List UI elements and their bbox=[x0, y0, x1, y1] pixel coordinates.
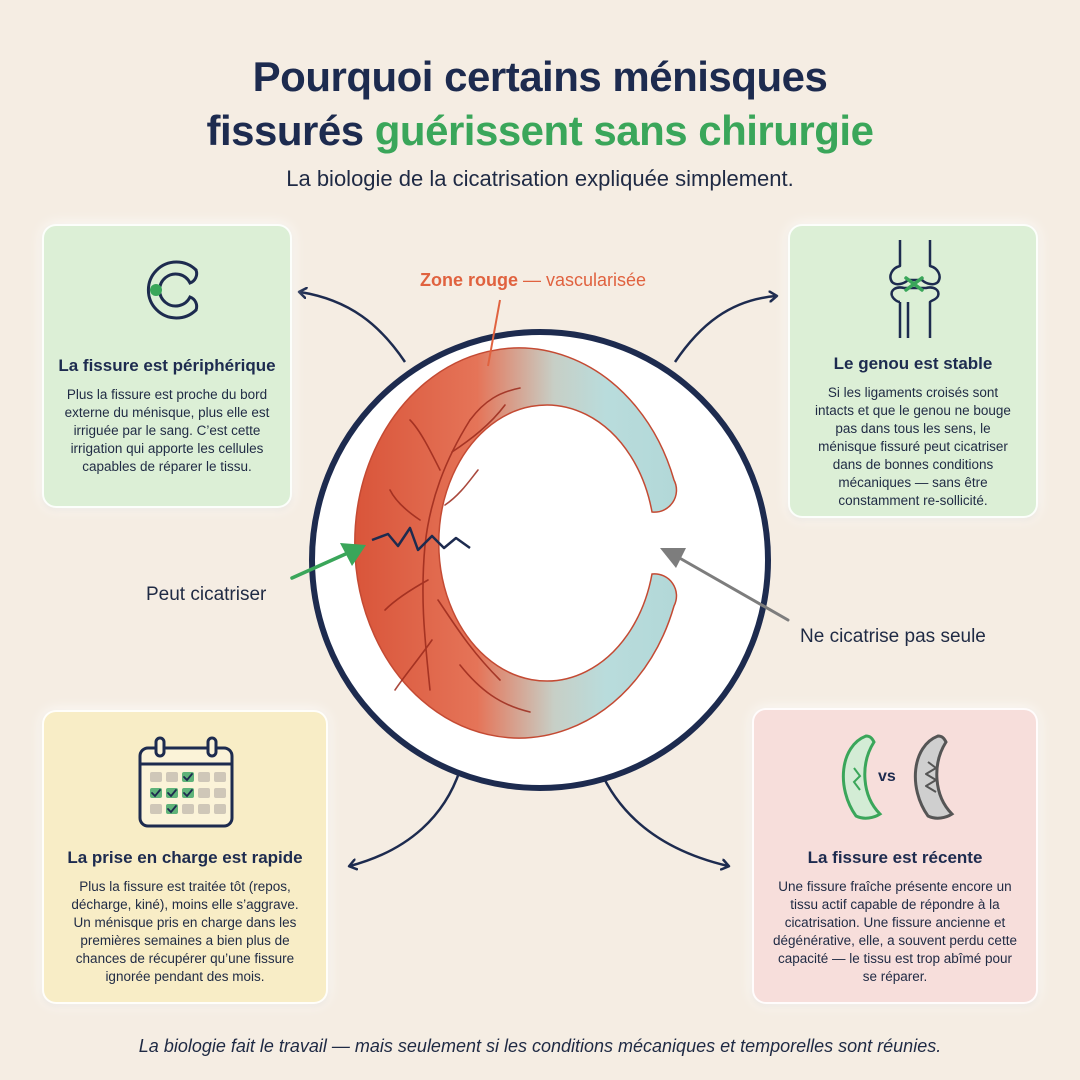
red-zone-label-rest: — vascularisée bbox=[518, 270, 647, 290]
card-recent-title: La fissure est récente bbox=[807, 848, 983, 867]
card-peripheral-text: Plus la fissure est proche du bord exter… bbox=[64, 387, 270, 474]
card-recent: vs La fissure est récente Une fissure fr… bbox=[752, 708, 1038, 1004]
card-stable: Le genou est stable Si les ligaments cro… bbox=[788, 224, 1038, 518]
page-title-line-2: fissurés guérissent sans chirurgie bbox=[0, 104, 1080, 158]
red-zone-label-bold: Zone rouge bbox=[420, 270, 518, 290]
zone-pointer-line bbox=[487, 299, 501, 367]
c-shape-meniscus-icon bbox=[146, 260, 199, 320]
meniscus-comparison-icon bbox=[841, 734, 955, 820]
connector-bottom-right bbox=[598, 769, 728, 866]
title-dark-part: fissurés bbox=[206, 107, 375, 154]
card-rapid-title: La prise en charge est rapide bbox=[67, 848, 303, 867]
card-rapid: La prise en charge est rapide Plus la fi… bbox=[42, 710, 328, 1004]
calendar-icon bbox=[138, 736, 234, 828]
can-heal-arrow bbox=[290, 543, 366, 580]
card-peripheral-title: La fissure est périphérique bbox=[58, 356, 276, 375]
subtitle: La biologie de la cicatrisation expliqué… bbox=[286, 166, 794, 191]
connector-top-left bbox=[300, 292, 407, 363]
meniscus-shape bbox=[354, 347, 678, 739]
knee-joint-icon bbox=[889, 240, 941, 338]
connector-bottom-left bbox=[350, 769, 462, 866]
no-heal-arrow bbox=[660, 548, 790, 622]
card-stable-text: Si les ligaments croisés sont intacts et… bbox=[815, 385, 1011, 508]
title-accent-part: guérissent sans chirurgie bbox=[374, 107, 874, 154]
page-title-line-1: Pourquoi certains ménisques bbox=[252, 53, 828, 100]
can-heal-label: Peut cicatriser bbox=[146, 584, 267, 605]
card-recent-text: Une fissure fraîche présente encore un t… bbox=[773, 879, 1017, 984]
footer-note: La biologie fait le travail — mais seule… bbox=[138, 1036, 942, 1056]
card-peripheral: La fissure est périphérique Plus la fiss… bbox=[42, 224, 292, 508]
red-zone-label: Zone rouge — vascularisée bbox=[420, 270, 646, 291]
tear-line bbox=[371, 526, 471, 552]
connector-top-right bbox=[673, 296, 776, 363]
card-rapid-text: Plus la fissure est traitée tôt (repos, … bbox=[71, 879, 299, 984]
card-stable-title: Le genou est stable bbox=[833, 354, 993, 373]
vs-label: vs bbox=[878, 768, 896, 785]
no-heal-label: Ne cicatrise pas seule bbox=[800, 626, 986, 647]
